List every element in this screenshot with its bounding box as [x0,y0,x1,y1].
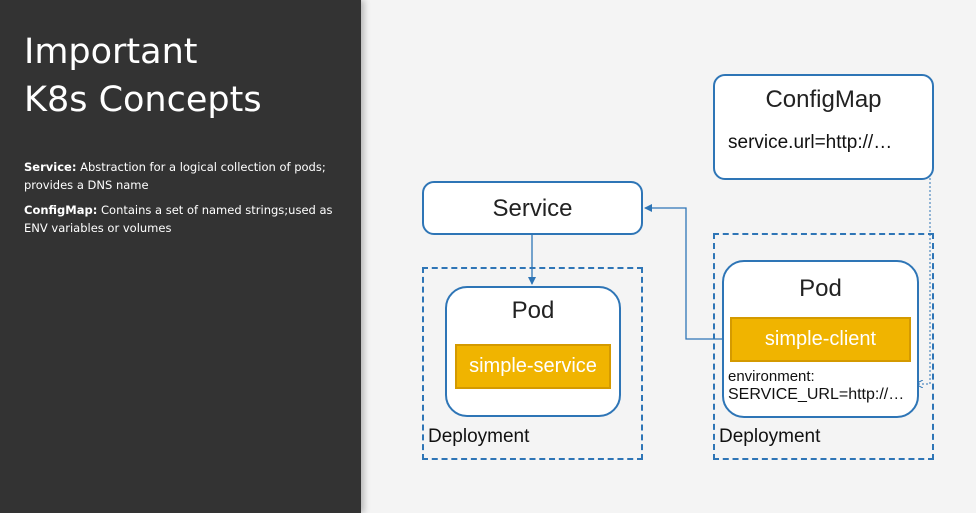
left-panel: Important K8s Concepts Service: Abstract… [0,0,361,513]
slide-title: Important K8s Concepts [24,28,262,124]
definition-text: Contains a set of named strings;used as … [24,203,333,235]
definition-separator: : [71,160,77,174]
definition-service: Service: Abstraction for a logical colle… [24,158,334,194]
deployment-right: Pod environment: SERVICE_URL=http://… si… [713,233,934,460]
service-label: Service [492,195,573,222]
configmap-to-env-connector [907,140,931,384]
pod-right-label: Pod [799,275,842,302]
deployment-left-label: Deployment [428,426,530,447]
deployment-left: Pod simple-service Deployment [422,267,643,460]
configmap-entry: service.url=http://… [728,132,893,153]
simple-service-container: simple-service [455,344,611,389]
definition-term: Service [24,160,72,174]
simple-client-container: simple-client [730,317,911,362]
slide-title-line-2: K8s Concepts [24,80,262,120]
deployment-right-label: Deployment [719,426,821,447]
definitions: Service: Abstraction for a logical colle… [24,158,334,244]
definition-term: ConfigMap [24,203,93,217]
definition-configmap: ConfigMap: Contains a set of named strin… [24,201,334,237]
pod-left-label: Pod [511,297,555,324]
slide-title-line-1: Important [24,32,198,72]
service-box: Service [422,181,643,235]
env-value: SERVICE_URL=http://… [728,386,905,403]
configmap-box: ConfigMap service.url=http://… [713,74,934,180]
env-heading: environment: [728,368,815,385]
pod-left: Pod simple-service [445,286,621,417]
configmap-title: ConfigMap [765,86,882,113]
definition-text: Abstraction for a logical collection of … [24,160,326,192]
definition-separator: : [92,203,98,217]
client-to-service-arrow [644,204,729,340]
